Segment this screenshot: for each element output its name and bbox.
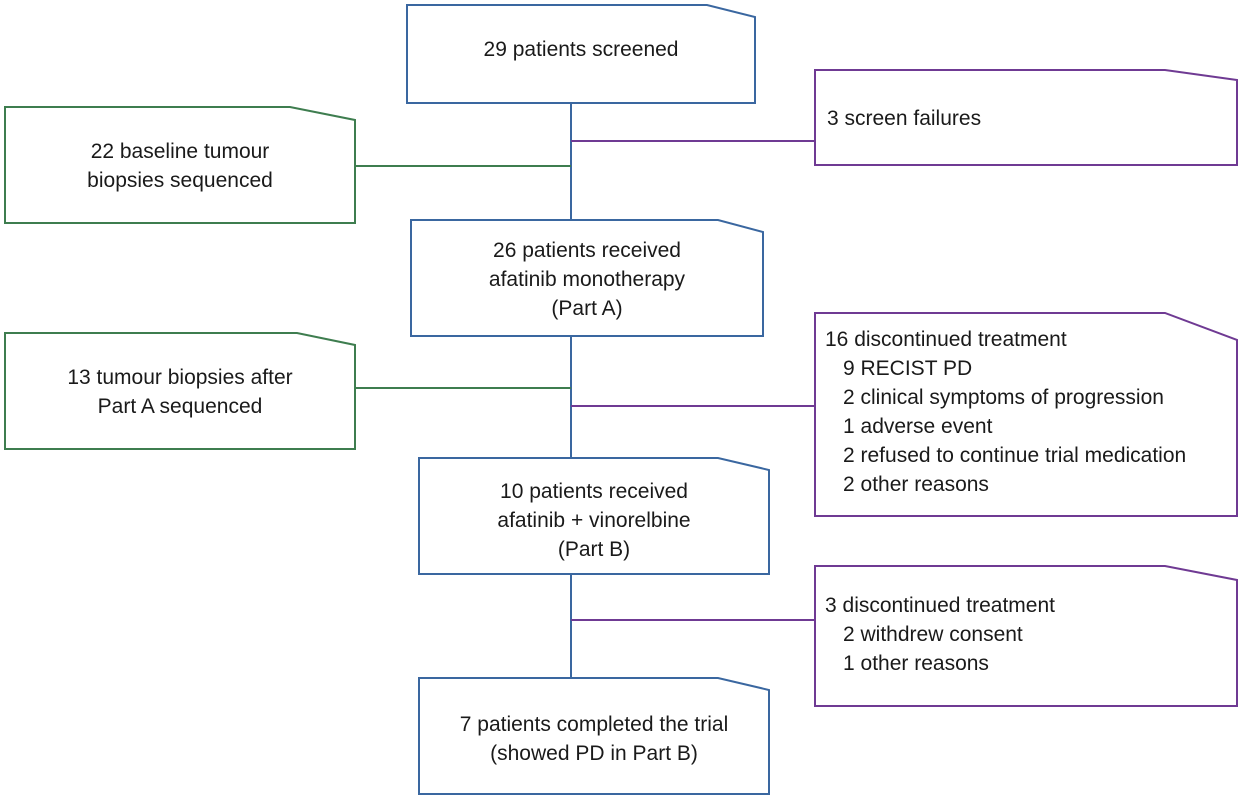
box-baseline-biopsies (4, 106, 356, 224)
box-part-a-biopsies (4, 332, 356, 450)
box-baseline-biopsies-line: 22 baseline tumour (90, 140, 270, 163)
box-part-a-discontinued (814, 312, 1238, 517)
box-part-a-line: (Part A) (551, 297, 623, 320)
main-connectors (355, 103, 815, 678)
box-part-a (410, 219, 764, 337)
box-completed-line: (showed PD in Part B) (490, 742, 698, 765)
box-completed-line: 7 patients completed the trial (459, 713, 729, 736)
box-baseline-biopsies-text: 22 baseline tumour biopsies sequenced (5, 137, 355, 195)
box-part-b-discontinued (814, 565, 1238, 707)
box-part-a-biopsies-text: 13 tumour biopsies after Part A sequence… (5, 363, 355, 421)
box-part-a-biopsies-line: Part A sequenced (97, 395, 263, 418)
box-screen-failures-text: 3 screen failures (827, 104, 981, 133)
discontinued-reason: 9 RECIST PD (843, 357, 973, 380)
box-part-a-line: 26 patients received (493, 239, 681, 262)
box-baseline-biopsies-line: biopsies sequenced (87, 169, 273, 192)
box-screen-failures (814, 69, 1238, 166)
box-completed-text: 7 patients completed the trial (showed P… (419, 710, 769, 768)
box-part-b-line: 10 patients received (500, 480, 688, 503)
discontinued-heading: 3 discontinued treatment (825, 594, 1055, 617)
discontinued-heading: 16 discontinued treatment (825, 328, 1067, 351)
box-screened (406, 4, 756, 104)
box-screen-failures-line: 3 screen failures (827, 107, 982, 130)
discontinued-reason: 2 other reasons (843, 473, 989, 496)
box-part-a-biopsies-line: 13 tumour biopsies after (67, 366, 293, 389)
discontinued-reason: 2 withdrew consent (843, 623, 1023, 646)
discontinued-reason: 1 adverse event (843, 415, 993, 438)
boxes (4, 4, 1238, 795)
box-part-a-discontinued-text: 16 discontinued treatment 9 RECIST PD 2 … (825, 325, 1186, 499)
box-part-b-line: (Part B) (557, 538, 631, 561)
box-part-b-text: 10 patients received afatinib + vinorelb… (419, 477, 769, 564)
box-part-a-text: 26 patients received afatinib monotherap… (411, 236, 763, 323)
box-completed (418, 677, 770, 795)
box-part-b (418, 457, 770, 575)
box-screened-text: 29 patients screened (407, 35, 755, 64)
discontinued-reason: 2 refused to continue trial medication (843, 444, 1187, 467)
discontinued-reason: 2 clinical symptoms of progression (843, 386, 1164, 409)
box-part-b-discontinued-text: 3 discontinued treatment 2 withdrew cons… (825, 591, 1055, 678)
box-part-a-line: afatinib monotherapy (488, 268, 686, 291)
box-part-b-line: afatinib + vinorelbine (497, 509, 691, 532)
box-screened-line: 29 patients screened (483, 38, 679, 61)
discontinued-reason: 1 other reasons (843, 652, 989, 675)
